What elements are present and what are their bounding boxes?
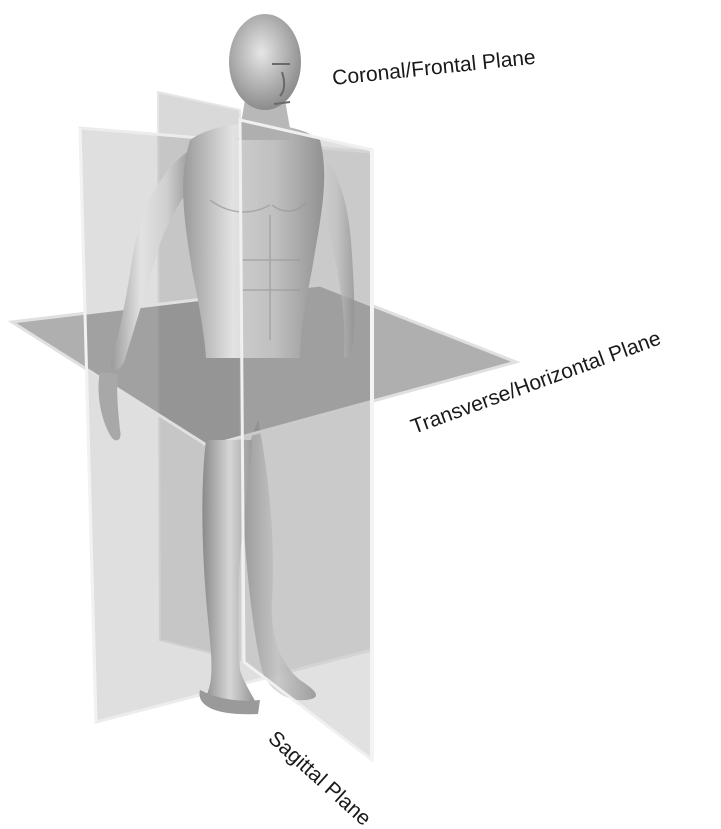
coronal-plane-label: Coronal/Frontal Plane [331,46,537,90]
head [229,14,301,110]
sagittal-plane-front [240,120,372,760]
